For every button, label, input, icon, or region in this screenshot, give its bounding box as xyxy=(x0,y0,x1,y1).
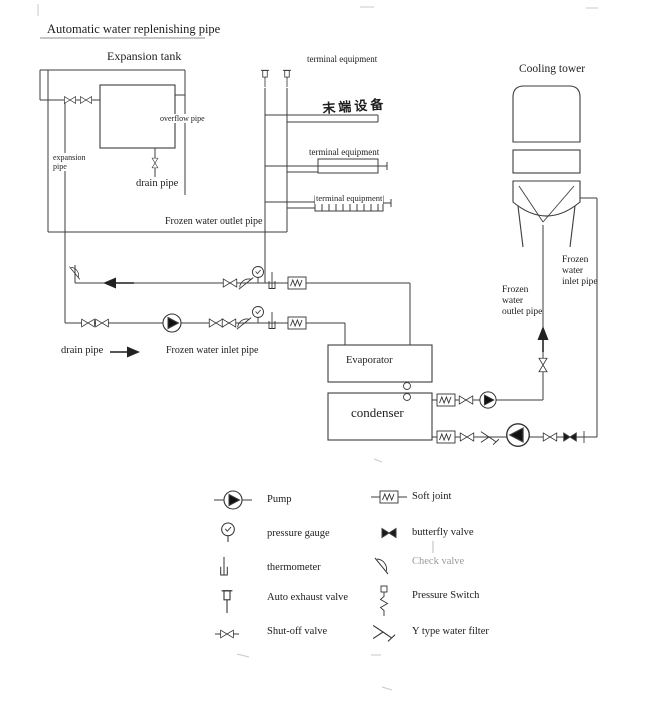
shut-off-valve xyxy=(538,357,548,373)
chiller-unit xyxy=(327,344,433,441)
soft-joint xyxy=(436,393,456,407)
frozen-water-inlet-pipe-label: Frozen water inlet pipe xyxy=(166,345,259,356)
terminal-equipment-mid-label: terminal equipment xyxy=(309,147,380,157)
shut-off-valve xyxy=(459,432,475,442)
shut-off-valve xyxy=(208,318,224,328)
shut-off-valve xyxy=(80,96,92,104)
pressure-gauge xyxy=(252,266,264,284)
terminal-equipment-top-label: terminal equipment xyxy=(307,54,378,64)
soft-joint-icon xyxy=(379,490,399,504)
tank-drain-pipe-label: drain pipe xyxy=(136,178,179,189)
expansion-tank-piping xyxy=(39,37,205,323)
butterfly-valve-icon xyxy=(381,528,397,538)
thermometer xyxy=(268,311,276,329)
auto-exhaust-valve-icon xyxy=(221,590,233,614)
flow-arrow-up xyxy=(537,326,549,340)
legend-label-check-valve: Check valve xyxy=(412,556,465,567)
condenser-label: condenser xyxy=(351,405,404,420)
soft-joint xyxy=(287,316,307,330)
drain-valve xyxy=(151,157,159,169)
frozen-water-outlet-pipe-vertical-label: Frozen water outlet pipe xyxy=(502,285,543,317)
auto-exhaust-valve xyxy=(260,69,270,88)
condenser-box xyxy=(327,392,433,441)
y-type-water-filter xyxy=(480,431,500,446)
frozen-water-outlet-pipe-label: Frozen water outlet pipe xyxy=(165,216,263,227)
diagram-title: Automatic water replenishing pipe xyxy=(47,22,221,36)
soft-joint xyxy=(436,430,456,444)
soft-joint xyxy=(287,276,307,290)
shut-off-valve xyxy=(221,318,237,328)
y-type-water-filter-icon xyxy=(372,624,396,642)
shut-off-valve xyxy=(64,96,76,104)
auto-exhaust-valve xyxy=(282,69,292,88)
check-valve-icon xyxy=(374,557,389,575)
overflow-pipe-label: overflow pipe xyxy=(159,114,206,124)
cooling-tower-label: Cooling tower xyxy=(519,63,586,75)
shut-off-valve xyxy=(95,318,109,328)
butterfly-valve xyxy=(542,432,558,442)
expansion-pipe-label: expansion pipe xyxy=(52,153,102,172)
scan-artifacts xyxy=(37,4,598,691)
evaporator-box xyxy=(327,344,433,383)
frozen-water-inlet-pipe-vertical-label: Frozen water inlet pipe xyxy=(562,255,598,287)
legend-label-pump: Pump xyxy=(267,494,292,505)
flow-arrow-right xyxy=(127,346,140,358)
cooling-tower-shape xyxy=(512,85,581,248)
pump xyxy=(479,391,497,409)
pump xyxy=(162,313,182,333)
pressure-gauge xyxy=(252,306,264,324)
flow-arrow-left xyxy=(103,277,116,289)
legend-symbols xyxy=(214,490,434,642)
sensor-tap xyxy=(403,382,411,390)
legend-label-butterfly-valve: butterfly valve xyxy=(412,527,474,538)
thermometer-icon xyxy=(220,556,228,576)
evaporator-label: Evaporator xyxy=(346,355,393,366)
legend-label-auto-exhaust-valve: Auto exhaust valve xyxy=(267,592,349,603)
pressure-switch-icon xyxy=(380,585,388,617)
legend-label-thermometer: thermometer xyxy=(267,562,321,573)
shut-off-valve-icon xyxy=(220,629,234,639)
expansion-tank-label: Expansion tank xyxy=(107,49,182,63)
pressure-gauge-icon xyxy=(221,522,235,543)
legend-label-soft-joint: Soft joint xyxy=(412,491,452,502)
condenser-water-piping xyxy=(432,197,598,447)
sensor-tap xyxy=(403,393,411,401)
terminal-equipment-bottom-label: terminal equipment xyxy=(315,193,384,204)
legend-label-pressure-switch: Pressure Switch xyxy=(412,590,480,601)
legend-label-shut-off-valve: Shut-off valve xyxy=(267,626,328,637)
shut-off-valve xyxy=(81,318,95,328)
shut-off-valve xyxy=(458,395,474,405)
legend-label-y-type-water-filter: Y type water filter xyxy=(412,626,489,637)
legend-label-pressure-gauge: pressure gauge xyxy=(267,528,330,539)
pump-icon xyxy=(223,490,243,510)
shut-off-valve xyxy=(222,278,238,288)
butterfly-valve xyxy=(563,432,577,442)
thermometer xyxy=(268,271,276,289)
drain-pipe-label: drain pipe xyxy=(61,345,104,356)
pump xyxy=(506,423,530,447)
chilled-water-mains xyxy=(65,265,411,358)
